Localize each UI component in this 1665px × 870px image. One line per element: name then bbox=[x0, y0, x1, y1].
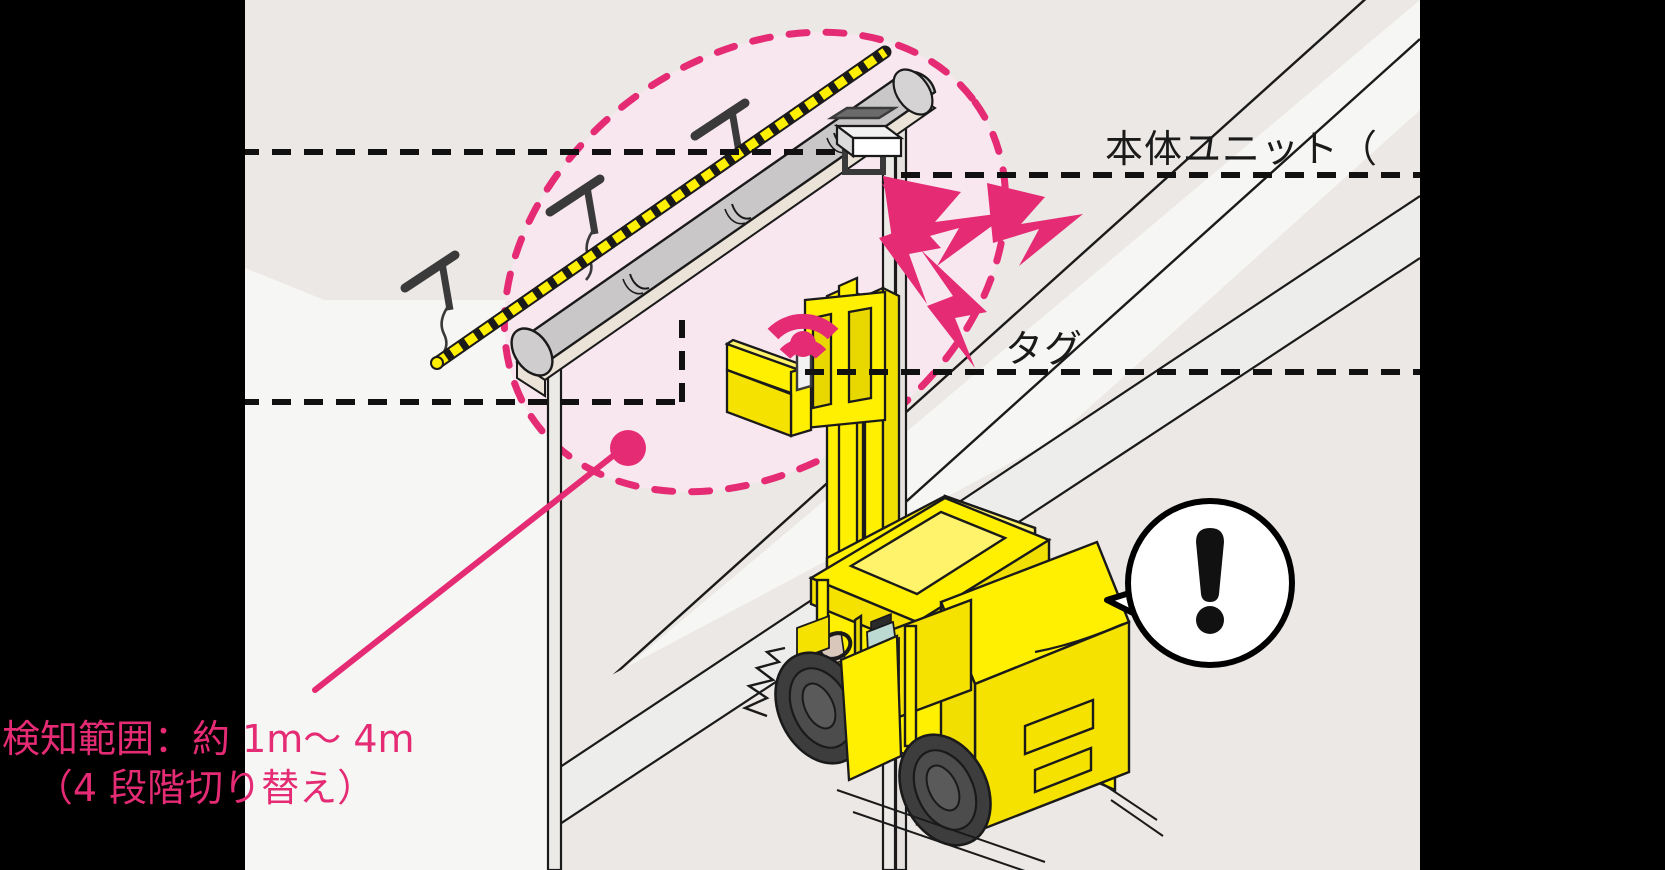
scene-svg bbox=[245, 0, 1420, 870]
main-unit-device[interactable] bbox=[826, 106, 905, 175]
illustration-panel bbox=[245, 0, 1420, 870]
letterbox-right bbox=[1420, 0, 1665, 870]
yellow-cable-track bbox=[430, 45, 892, 370]
caption-detection-range: 検知範囲：約 1m〜 4m （4 段階切り替え） bbox=[0, 715, 430, 812]
detection-zone-anchor-dot bbox=[610, 430, 646, 466]
label-main-unit: 本体ユニット（ bbox=[1105, 127, 1379, 171]
exclamation-icon bbox=[1196, 528, 1224, 634]
left-white-wall-2 bbox=[245, 268, 553, 870]
ceiling-pipe bbox=[510, 68, 937, 398]
label-tag: タグ bbox=[1005, 327, 1084, 371]
letterbox-left bbox=[0, 0, 245, 870]
warning-bubble bbox=[1104, 498, 1295, 668]
motion-lines bbox=[836, 783, 1164, 870]
wheels bbox=[774, 634, 992, 847]
forklift[interactable] bbox=[724, 276, 1164, 870]
pipe-hangers bbox=[400, 98, 750, 311]
pink-leader-detection-range bbox=[312, 430, 646, 693]
caption-line-1: 検知範囲：約 1m〜 4m bbox=[2, 717, 415, 761]
rf-burst bbox=[879, 176, 1083, 368]
caption-line-2: （4 段階切り替え） bbox=[34, 765, 376, 810]
wifi-waves-icon bbox=[767, 313, 839, 360]
impact-burst bbox=[741, 646, 786, 718]
dashed-leaders bbox=[245, 149, 1420, 405]
